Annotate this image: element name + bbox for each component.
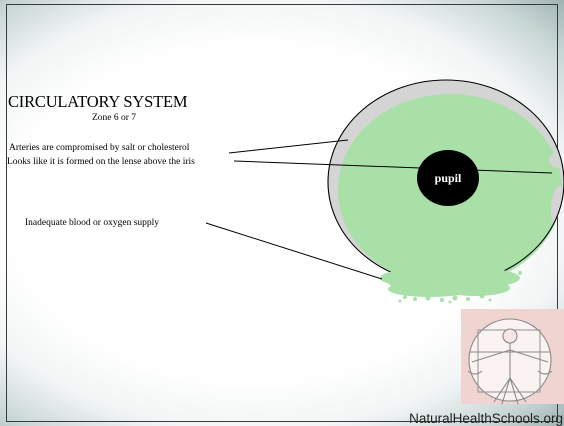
logo-text: NaturalHealthSchools.org <box>409 411 563 426</box>
pupil-label: pupil <box>435 171 462 185</box>
blood-supply-fringe <box>380 266 522 304</box>
leader-line-arteries <box>229 140 348 153</box>
vitruvian-man-logo-icon <box>468 319 552 404</box>
